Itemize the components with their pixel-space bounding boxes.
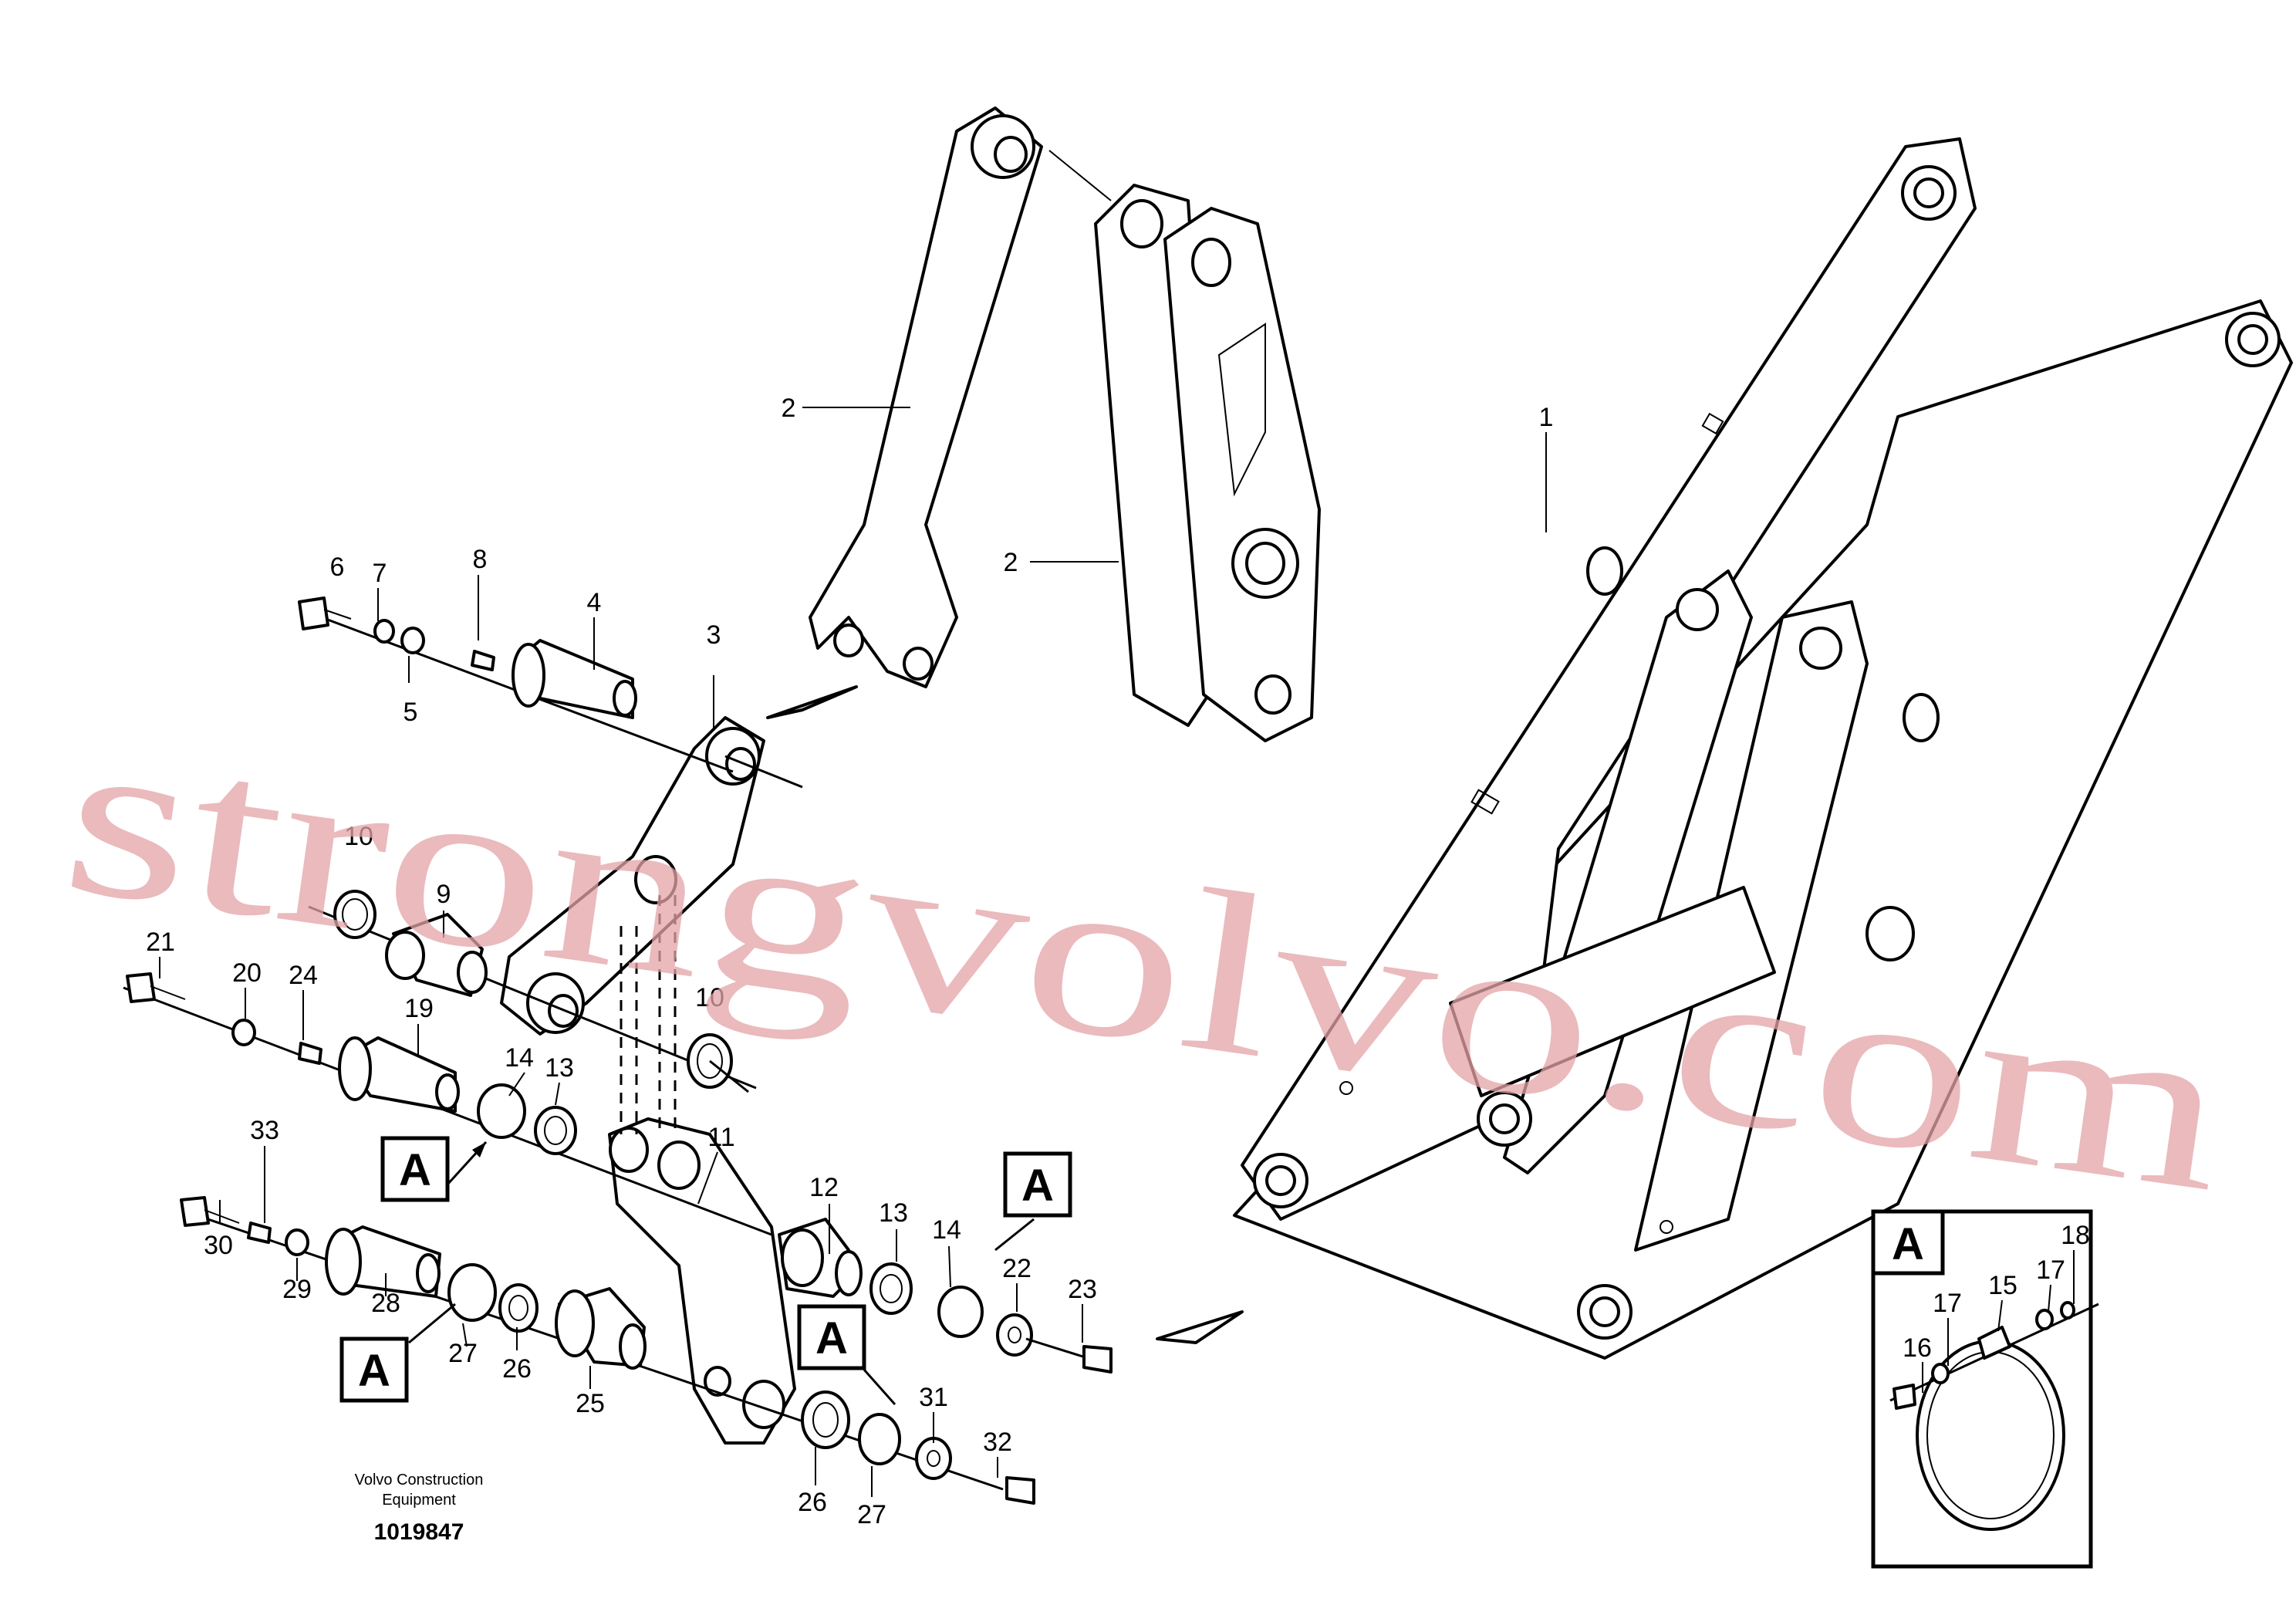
label-25: 25 bbox=[576, 1389, 605, 1418]
label-14b: 14 bbox=[932, 1215, 961, 1245]
label-27a: 27 bbox=[448, 1339, 478, 1368]
callout-a-2: A bbox=[994, 1151, 1072, 1252]
label-7: 7 bbox=[373, 559, 387, 588]
label-3: 3 bbox=[707, 620, 721, 650]
label-21: 21 bbox=[146, 928, 175, 957]
label-13b: 13 bbox=[879, 1198, 908, 1228]
detail-box-label: A bbox=[1892, 1219, 1924, 1269]
label-33: 33 bbox=[250, 1116, 279, 1145]
label-28: 28 bbox=[371, 1289, 400, 1318]
part-labels: 1 2 2 3 4 5 6 7 8 9 10 10 11 12 13 13 14… bbox=[146, 394, 2090, 1529]
label-30: 30 bbox=[204, 1231, 233, 1260]
callout-a-4: A bbox=[797, 1304, 896, 1405]
label-2a: 2 bbox=[782, 394, 796, 423]
lift-arm-frame bbox=[1233, 137, 2293, 1360]
label-9: 9 bbox=[437, 880, 451, 909]
label-11: 11 bbox=[707, 1123, 734, 1152]
label-24: 24 bbox=[289, 961, 318, 990]
caption-line-1: Volvo Construction bbox=[355, 1472, 484, 1489]
label-22: 22 bbox=[1002, 1254, 1032, 1283]
label-15: 15 bbox=[1988, 1271, 2017, 1300]
tilt-lever bbox=[1048, 150, 1321, 742]
svg-text:A: A bbox=[815, 1313, 848, 1363]
callout-a-3: A bbox=[339, 1303, 456, 1403]
lower-link bbox=[608, 895, 796, 1445]
label-12: 12 bbox=[809, 1173, 839, 1202]
callout-a-1: A bbox=[380, 1136, 488, 1202]
label-1: 1 bbox=[1539, 403, 1554, 432]
pin-assembly-lower bbox=[123, 972, 1113, 1374]
pin-assembly-middle bbox=[308, 890, 757, 1093]
label-4: 4 bbox=[587, 588, 602, 617]
svg-text:A: A bbox=[399, 1145, 431, 1195]
tilt-rod bbox=[766, 106, 1043, 719]
label-19: 19 bbox=[404, 994, 434, 1023]
document-number: 1019847 bbox=[374, 1519, 464, 1545]
label-14a: 14 bbox=[505, 1043, 534, 1073]
label-20: 20 bbox=[232, 958, 262, 988]
label-8: 8 bbox=[473, 545, 488, 574]
label-10b: 10 bbox=[695, 983, 724, 1012]
label-16: 16 bbox=[1903, 1333, 1932, 1363]
label-10a: 10 bbox=[344, 822, 373, 851]
label-5: 5 bbox=[403, 698, 418, 727]
pin-assembly-bottom bbox=[180, 1196, 1035, 1505]
label-13a: 13 bbox=[545, 1053, 574, 1083]
label-26b: 26 bbox=[798, 1488, 827, 1517]
label-23: 23 bbox=[1068, 1275, 1097, 1304]
link-arm bbox=[500, 716, 803, 1036]
caption-line-2: Equipment bbox=[382, 1492, 456, 1509]
svg-text:A: A bbox=[358, 1346, 390, 1396]
label-18: 18 bbox=[2061, 1221, 2090, 1250]
leader-lines bbox=[159, 407, 2075, 1497]
svg-text:A: A bbox=[1021, 1161, 1054, 1211]
label-26a: 26 bbox=[502, 1354, 532, 1384]
pin-assembly-top bbox=[298, 596, 734, 773]
direction-arrow-1 bbox=[1156, 1310, 1244, 1344]
label-29: 29 bbox=[282, 1275, 312, 1304]
label-27b: 27 bbox=[857, 1500, 886, 1529]
label-32: 32 bbox=[983, 1428, 1012, 1457]
detail-box-a: A bbox=[1871, 1209, 2099, 1569]
label-6: 6 bbox=[330, 552, 345, 582]
label-17b: 17 bbox=[2036, 1255, 2065, 1285]
label-31: 31 bbox=[919, 1383, 948, 1412]
label-2b: 2 bbox=[1004, 548, 1018, 577]
label-17a: 17 bbox=[1933, 1289, 1962, 1318]
document-caption: Volvo Construction Equipment 1019847 bbox=[355, 1472, 484, 1545]
